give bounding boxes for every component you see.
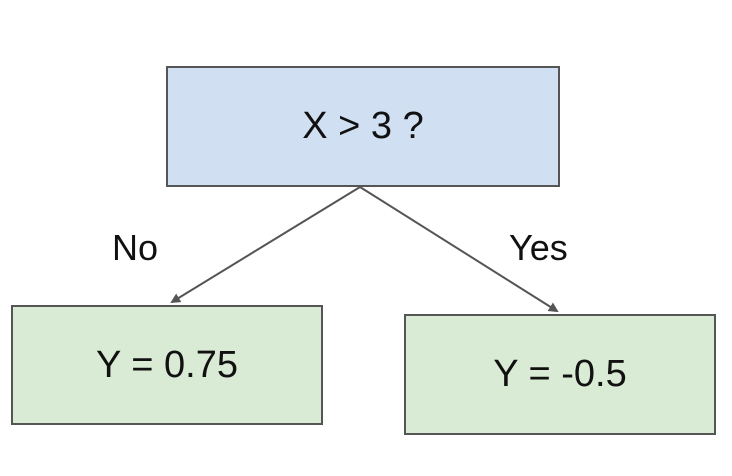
edge-yes-arrow <box>359 186 559 313</box>
decision-node: X > 3 ? <box>166 66 560 187</box>
branch-label-no: No <box>112 227 159 268</box>
decision-node-text: X > 3 ? <box>302 105 424 147</box>
edge-no-arrow <box>170 186 361 304</box>
branch-label-yes: Yes <box>509 227 568 268</box>
leaf-node-no-text: Y = 0.75 <box>96 343 238 386</box>
leaf-node-yes: Y = -0.5 <box>404 314 716 435</box>
leaf-node-no: Y = 0.75 <box>11 305 323 425</box>
leaf-node-yes-text: Y = -0.5 <box>493 353 627 395</box>
